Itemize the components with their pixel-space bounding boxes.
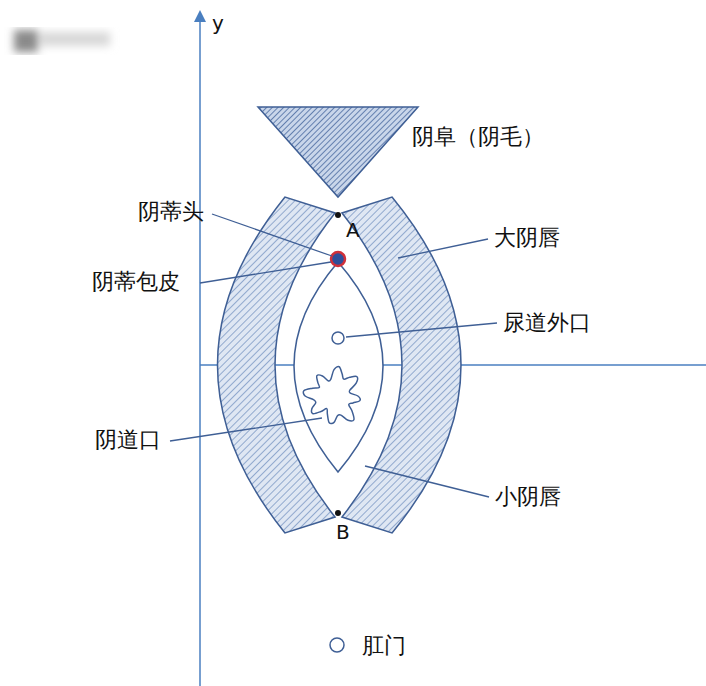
urethral-opening	[332, 332, 344, 344]
clitoris-glans	[331, 252, 345, 266]
point-b	[335, 510, 341, 516]
leader-lines	[170, 214, 497, 497]
y-axis	[199, 16, 201, 686]
vaginal-opening	[303, 367, 360, 424]
labia-minora	[294, 262, 383, 472]
part-label: 大阴唇	[494, 226, 560, 250]
watermark-blur	[14, 30, 110, 52]
part-label: 阴道口	[95, 428, 161, 452]
part-label: 阴阜（阴毛）	[412, 125, 544, 149]
part-label: 尿道外口	[503, 311, 591, 335]
point-label: A	[346, 219, 360, 241]
mons-triangle	[258, 107, 418, 197]
anus	[330, 638, 344, 652]
axis-label: y	[212, 12, 224, 34]
part-label: 阴蒂包皮	[92, 270, 180, 294]
part-label: 小阴唇	[495, 485, 561, 509]
part-label: 肛门	[362, 634, 406, 658]
part-label: 阴蒂头	[138, 200, 204, 224]
point-a	[335, 212, 341, 218]
point-label: B	[336, 521, 350, 543]
